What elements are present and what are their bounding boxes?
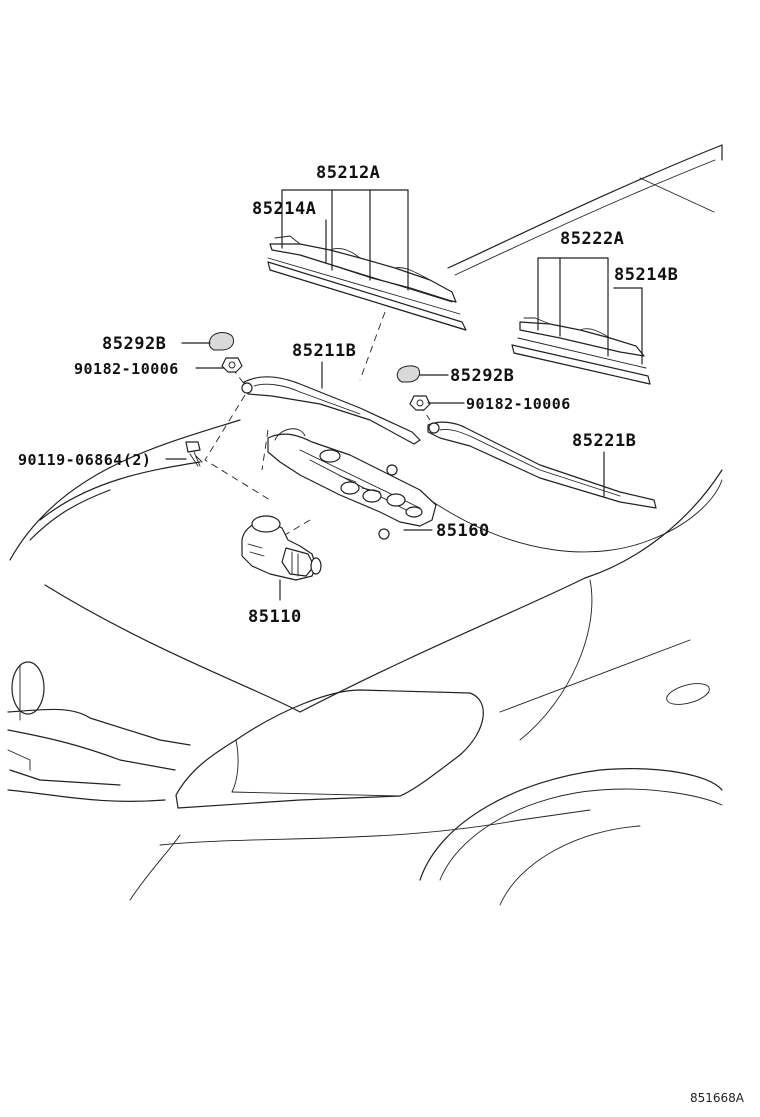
label-85214a: 85214A: [252, 199, 316, 219]
label-85221b: 85221B: [572, 431, 636, 451]
wiper-motor: [241, 515, 322, 581]
label-90119: 90119-06864(2): [18, 451, 151, 469]
label-85211b: 85211B: [292, 341, 356, 361]
label-90182-left: 90182-10006: [74, 360, 179, 378]
label-85214b: 85214B: [614, 265, 678, 285]
label-85160: 85160: [436, 521, 490, 541]
part-labels: 85212A 85214A 85222A 85214B 85292B 90182…: [18, 163, 678, 627]
car-body-outline: [7, 144, 723, 906]
illustration-reference: 851668A: [690, 1091, 745, 1105]
label-85212a: 85212A: [316, 163, 380, 183]
wiper-arm-right: [427, 421, 657, 509]
label-85292b-right: 85292B: [450, 366, 514, 386]
wiper-arm-left: [241, 376, 421, 445]
label-85222a: 85222A: [560, 229, 624, 249]
wiper-link-assembly: [267, 428, 437, 540]
pivot-caps-nuts: [185, 332, 431, 467]
wiper-blade-right: [511, 317, 651, 385]
wiper-blade-left: [267, 235, 467, 331]
label-90182-right: 90182-10006: [466, 395, 571, 413]
label-85110: 85110: [248, 607, 302, 627]
leader-lines: [165, 189, 643, 601]
label-85292b-left: 85292B: [102, 334, 166, 354]
